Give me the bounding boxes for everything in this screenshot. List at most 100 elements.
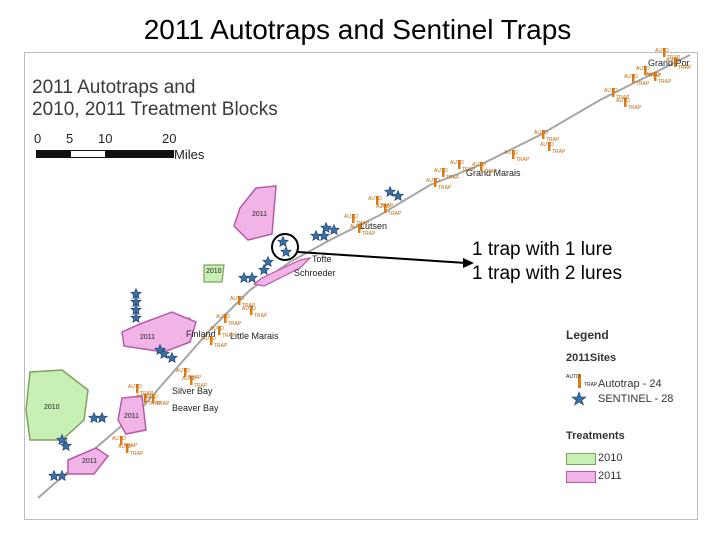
- scale-bar: [36, 150, 174, 158]
- svg-text:AUTO: AUTO: [376, 204, 390, 210]
- legend-autotrap-symbol: AUTO TRAP: [566, 374, 598, 388]
- annotation-arrowhead: [463, 258, 474, 268]
- legend-swatch-2011: [566, 471, 596, 483]
- scale-bar-segment: [37, 151, 71, 157]
- svg-text:TRAP: TRAP: [194, 383, 208, 389]
- svg-text:AUTO: AUTO: [128, 384, 142, 390]
- legend-sentinel-symbol: [571, 391, 587, 406]
- svg-text:AUTO: AUTO: [344, 214, 358, 220]
- svg-text:TRAP: TRAP: [156, 401, 170, 407]
- sentinel-marker: [318, 229, 330, 242]
- svg-text:AUTO: AUTO: [426, 178, 440, 184]
- place-little-marais: Little Marais: [230, 331, 279, 341]
- svg-text:TRAP: TRAP: [254, 313, 268, 319]
- block-2011-e-label: 2011: [82, 458, 97, 465]
- svg-text:TRAP: TRAP: [130, 451, 144, 457]
- legend-treatments-label: Treatments: [566, 430, 625, 442]
- scale-bar-segment: [105, 151, 173, 157]
- scale-tick-5: 5: [66, 131, 74, 146]
- place-tofte: Tofte: [312, 254, 332, 264]
- svg-text:TRAP: TRAP: [242, 303, 256, 309]
- sentinel-marker: [328, 223, 340, 236]
- svg-text:AUTO: AUTO: [368, 196, 382, 202]
- svg-text:AUTO: AUTO: [242, 306, 256, 312]
- svg-text:TRAP: TRAP: [438, 185, 452, 191]
- sentinel-marker: [60, 439, 72, 452]
- place-grand-portage: Grand Por: [648, 58, 690, 68]
- svg-text:AUTO: AUTO: [112, 436, 126, 442]
- legend-title: Legend: [566, 328, 609, 342]
- svg-text:AUTO: AUTO: [136, 394, 150, 400]
- svg-text:TRAP: TRAP: [552, 149, 566, 155]
- sentinel-marker: [277, 235, 289, 248]
- svg-text:AUTO: AUTO: [176, 368, 190, 374]
- legend-autotrap-trap: TRAP: [584, 382, 598, 388]
- svg-text:TRAP: TRAP: [546, 137, 560, 143]
- svg-text:AUTO: AUTO: [540, 142, 554, 148]
- svg-text:AUTO: AUTO: [472, 162, 486, 168]
- annotation-text: 1 trap with 1 lure 1 trap with 2 lures: [472, 238, 622, 286]
- sentinel-marker: [130, 311, 142, 324]
- place-grand-marais: Grand Marais: [466, 168, 521, 178]
- block-2011-c: [121, 311, 197, 353]
- svg-text:TRAP: TRAP: [678, 65, 692, 71]
- legend-sites-label: 2011Sites: [566, 352, 617, 364]
- legend-2011-label: 2011: [598, 470, 622, 482]
- svg-text:TRAP: TRAP: [388, 211, 402, 217]
- sentinel-marker: [158, 347, 170, 360]
- svg-text:TRAP: TRAP: [228, 321, 242, 327]
- svg-text:TRAP: TRAP: [484, 169, 498, 175]
- scale-tick-labels: 0 5 10 20: [34, 131, 194, 147]
- svg-text:TRAP: TRAP: [636, 81, 650, 87]
- svg-text:TRAP: TRAP: [188, 375, 202, 381]
- legend-autotrap-auto: AUTO: [566, 374, 580, 380]
- block-2011-d: [117, 395, 147, 435]
- block-2010-a-label: 2010: [206, 268, 222, 275]
- svg-text:AUTO: AUTO: [230, 296, 244, 302]
- autotrap-layer: AUTOTRAPAUTOTRAPAUTOTRAPAUTOTRAPAUTOTRAP…: [112, 48, 692, 457]
- block-2011-d-label: 2011: [124, 413, 139, 420]
- svg-text:AUTO: AUTO: [144, 394, 158, 400]
- block-2010-big: [25, 369, 89, 441]
- svg-text:TRAP: TRAP: [356, 221, 370, 227]
- svg-text:TRAP: TRAP: [462, 167, 476, 173]
- svg-text:AUTO: AUTO: [118, 444, 132, 450]
- legend-sentinel-label: SENTINEL - 28: [598, 393, 674, 405]
- sentinel-marker: [96, 411, 108, 424]
- svg-text:AUTO: AUTO: [616, 98, 630, 104]
- svg-text:AUTO: AUTO: [624, 74, 638, 80]
- legend-2010-label: 2010: [598, 452, 623, 464]
- block-2011-e: [67, 447, 110, 475]
- place-lutsen: Lutsen: [360, 221, 387, 231]
- svg-text:TRAP: TRAP: [628, 105, 642, 111]
- svg-text:AUTO: AUTO: [350, 224, 364, 230]
- sentinel-marker: [246, 271, 258, 284]
- scale-tick-0: 0: [34, 131, 42, 146]
- map-heading-line1: 2011 Autotraps and: [32, 77, 196, 98]
- svg-text:AUTO: AUTO: [604, 88, 618, 94]
- place-beaver-bay: Beaver Bay: [172, 403, 219, 413]
- svg-text:AUTO: AUTO: [655, 48, 669, 54]
- svg-text:AUTO: AUTO: [636, 66, 650, 72]
- block-2011-c-label: 2011: [140, 334, 155, 341]
- block-2010-big-label: 2010: [44, 404, 60, 411]
- block-2011-b: [252, 257, 312, 287]
- sentinel-marker: [56, 433, 68, 446]
